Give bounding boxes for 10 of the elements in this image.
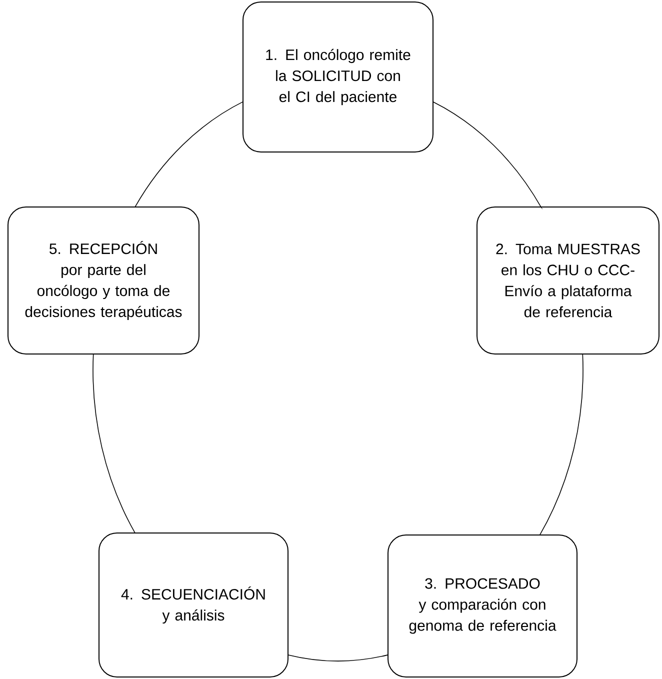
process-box: 5. RECEPCIÓN por parte del oncólogo y toma de decisiones terapéuticas [8, 206, 200, 354]
connector-arc [539, 354, 584, 536]
process-box: 3. PROCESADO y comparación con genoma de referencia [388, 534, 578, 678]
connector-arc [287, 654, 388, 662]
connector-arc [92, 353, 136, 534]
process-box: 4. SECUENCIACIÓN y análisis [98, 532, 288, 678]
connector-arc [134, 101, 244, 208]
process-box: 1. El oncólogo remite la SOLICITUD con el CI del paciente [242, 2, 434, 152]
connector-arc [432, 101, 542, 208]
process-box: 2. Toma MUESTRAS en los CHU o CCC- Envío a plataforma de referencia [476, 206, 660, 354]
